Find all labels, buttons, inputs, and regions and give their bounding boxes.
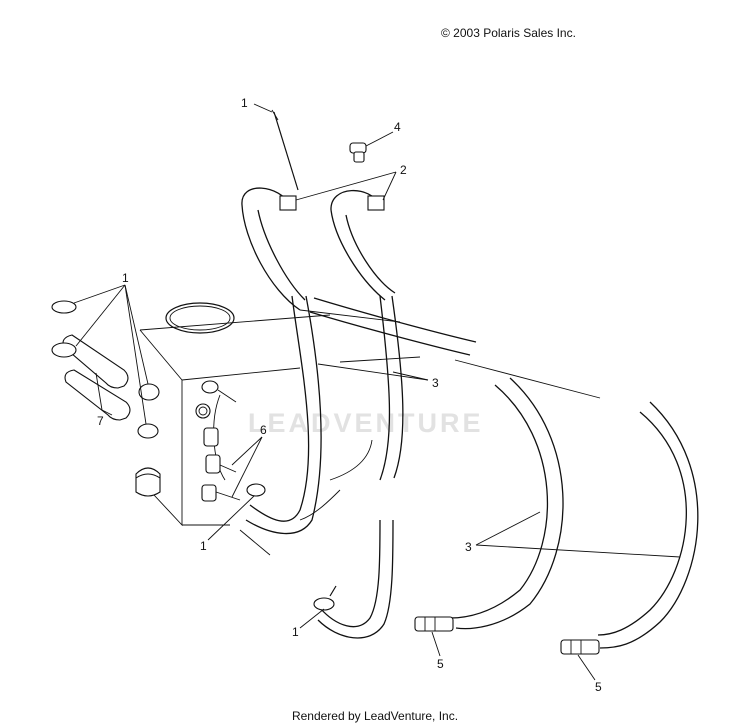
- callout-5-left: 5: [437, 657, 444, 671]
- cap-part: [135, 467, 161, 497]
- vent-hose-loops: [241, 187, 396, 311]
- filler-neck-opening: [165, 302, 235, 334]
- callout-2: 2: [400, 163, 407, 177]
- hose-fittings: [414, 616, 600, 655]
- fuel-lines: [449, 377, 699, 649]
- watermark-text: LEADVENTURE: [248, 408, 484, 438]
- callout-1-top: 1: [241, 96, 248, 110]
- callout-3-right: 3: [465, 540, 472, 554]
- leader-lines: [73, 103, 681, 681]
- callout-1-left: 1: [122, 271, 129, 285]
- callout-1-bottom-left: 1: [200, 539, 207, 553]
- callout-4: 4: [394, 120, 401, 134]
- callout-7: 7: [97, 414, 104, 428]
- oil-tank: [139, 309, 601, 556]
- footer-credit: Rendered by LeadVenture, Inc.: [291, 709, 459, 723]
- short-hoses: [62, 334, 131, 421]
- cable-tie: [271, 109, 299, 191]
- clip-part: [349, 142, 367, 163]
- main-hoses: [245, 295, 477, 639]
- callout-1-bottom: 1: [292, 625, 299, 639]
- callout-5-right: 5: [595, 680, 602, 694]
- copyright-text: © 2003 Polaris Sales Inc.: [441, 26, 576, 40]
- callout-6: 6: [260, 423, 267, 437]
- hose-clamps-left: [51, 300, 160, 439]
- hose-clamps-bottom: [246, 483, 337, 611]
- callout-3-mid: 3: [432, 376, 439, 390]
- tank-fittings: [195, 380, 241, 502]
